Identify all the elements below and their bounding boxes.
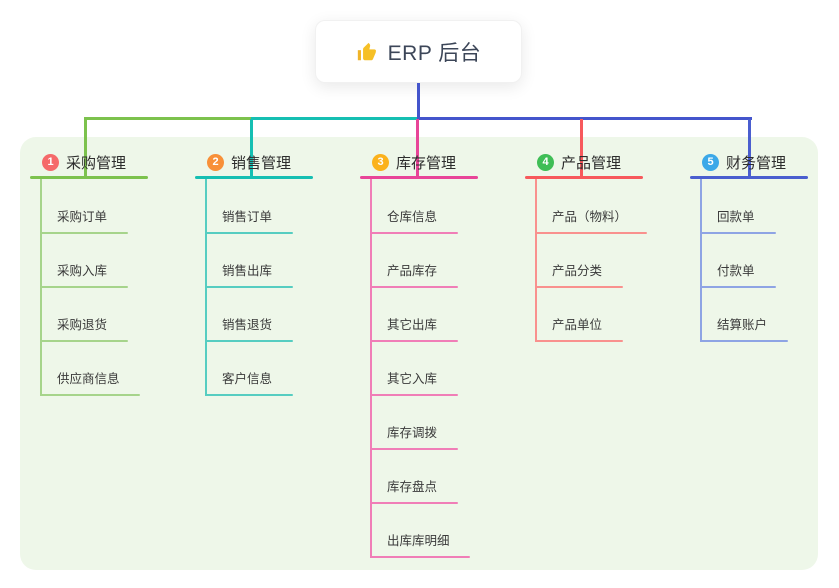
child-node-label: 库存盘点 (387, 480, 438, 494)
branch-underline-4 (525, 176, 643, 179)
thumbs-up-icon (357, 42, 376, 60)
branch-5-label: 财务管理 (726, 154, 787, 172)
branches-panel (20, 137, 818, 570)
child-node-underline (370, 448, 458, 450)
branch-underline-2 (195, 176, 313, 179)
child-node-underline (40, 232, 128, 234)
branch-underline-1 (30, 176, 148, 179)
child-node-label: 出库库明细 (387, 534, 450, 548)
child-node-label: 客户信息 (222, 372, 273, 386)
branch-drop-5 (748, 119, 751, 178)
child-node-underline (40, 394, 140, 396)
child-node-label: 仓库信息 (387, 210, 438, 224)
branch-node-1: 1 采购管理 (30, 149, 126, 175)
root-node-label: ERP 后台 (387, 41, 482, 65)
branch-1-number-badge: 1 (42, 153, 59, 171)
child-node-label: 其它入库 (387, 372, 438, 386)
branch-2-number-badge: 2 (207, 153, 224, 171)
branch-node-5: 5 财务管理 (690, 149, 786, 175)
branch-5-number-badge: 5 (702, 153, 719, 171)
branch-5-children-connector (700, 179, 702, 342)
child-node-label: 其它出库 (387, 318, 438, 332)
child-node-underline (370, 340, 458, 342)
branch-3-children-connector (370, 179, 372, 558)
branch-node-4: 4 产品管理 (525, 149, 621, 175)
child-node-underline (700, 232, 776, 234)
branch-1-label: 采购管理 (66, 154, 127, 172)
child-node-underline (205, 394, 293, 396)
branch-2-label: 销售管理 (231, 154, 292, 172)
branch-drop-4 (580, 119, 583, 178)
child-node-underline (205, 232, 293, 234)
branch-underline-3 (360, 176, 478, 179)
child-node-underline (40, 286, 128, 288)
branch-drop-3 (416, 119, 419, 178)
child-node-underline (370, 556, 470, 558)
child-node-underline (370, 286, 458, 288)
child-node-underline (370, 232, 458, 234)
child-node-underline (535, 232, 647, 234)
branch-4-number-badge: 4 (537, 153, 554, 171)
child-node-label: 结算账户 (717, 318, 768, 332)
branch-node-3: 3 库存管理 (360, 149, 456, 175)
child-node-label: 销售订单 (222, 210, 273, 224)
child-node-underline (700, 340, 788, 342)
child-node-label: 销售退货 (222, 318, 273, 332)
child-node-label: 产品库存 (387, 264, 438, 278)
child-node-underline (370, 394, 458, 396)
child-node-label: 付款单 (717, 264, 755, 278)
branch-underline-5 (690, 176, 808, 179)
branch-drop-2 (250, 119, 253, 178)
child-node-label: 库存调拨 (387, 426, 438, 440)
child-node-label: 销售出库 (222, 264, 273, 278)
trunk-segment-teal (251, 117, 419, 120)
child-node-underline (535, 286, 623, 288)
child-node-label: 回款单 (717, 210, 755, 224)
child-node-underline (700, 286, 776, 288)
child-node-underline (205, 286, 293, 288)
child-node-underline (40, 340, 128, 342)
branch-3-label: 库存管理 (396, 154, 457, 172)
child-node-label: 采购退货 (57, 318, 108, 332)
child-node-label: 产品单位 (552, 318, 603, 332)
child-node-label: 采购订单 (57, 210, 108, 224)
branch-4-children-connector (535, 179, 537, 342)
child-node-label: 采购入库 (57, 264, 108, 278)
child-node-label: 供应商信息 (57, 372, 120, 386)
branch-3-number-badge: 3 (372, 153, 389, 171)
branch-node-2: 2 销售管理 (195, 149, 291, 175)
root-node: ERP 后台 (315, 20, 522, 83)
child-node-underline (370, 502, 458, 504)
branch-4-label: 产品管理 (561, 154, 622, 172)
child-node-label: 产品分类 (552, 264, 603, 278)
branch-drop-1 (84, 119, 87, 178)
trunk-segment-green (84, 117, 253, 120)
child-node-underline (535, 340, 623, 342)
child-node-underline (205, 340, 293, 342)
trunk-segment-blue (417, 117, 752, 120)
child-node-label: 产品（物料） (552, 210, 628, 224)
root-drop-connector (417, 83, 420, 119)
